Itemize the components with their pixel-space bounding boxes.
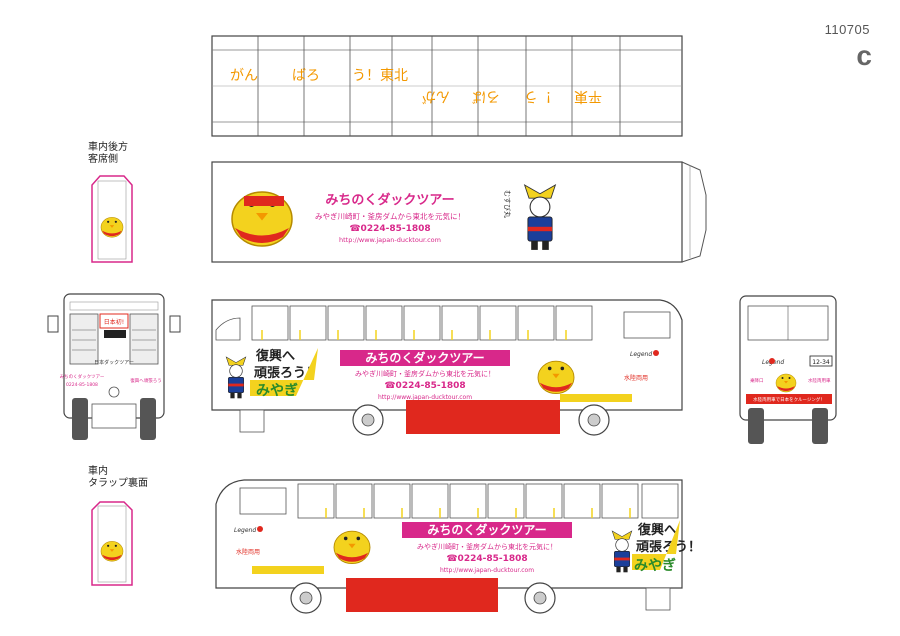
roof-text-inv-1: 平東 [574, 88, 602, 104]
panel-title: みちのくダックツアー [325, 192, 454, 208]
panel-phone: ☎0224-85-1808 [349, 224, 430, 234]
side1-phone: ☎0224-85-1808 [384, 381, 465, 391]
side1-subtitle: みやぎ川崎町・釜房ダムから東北を元気に！ [355, 369, 495, 378]
side-view-left: 復興へ 頑張ろう！ みやぎ みちのくダックツアー みやぎ川崎町・釜房ダムから東北… [211, 299, 683, 436]
ramp-note: 車内 タラップ裏面 [88, 466, 148, 490]
side-view-right: Legend 水陸両用 みちのくダックツアー みやぎ川崎町・釜房ダムから東北を元… [215, 479, 701, 614]
roof-text-2: ばろ [292, 68, 320, 84]
side1-url: http://www.japan-ducktour.com [378, 394, 472, 401]
front-small-3: 復興へ頑張ろう [130, 377, 162, 384]
front-sign-2: 日本ダックツアー [94, 359, 134, 366]
rear-seat-panel [91, 175, 133, 263]
side2-amphibious: 水陸両用 [236, 548, 260, 556]
rear-seat-note: 車内後方 客席側 [88, 142, 128, 166]
roof-text-3: う！東北 [352, 68, 408, 84]
side1-amphibious: 水陸両用 [624, 374, 648, 382]
rear-view: Legend 12-34 乗降口 水陸両用車 水陸両用車で日本をクルージング！ [739, 295, 837, 444]
mascot-name-label: むすび丸 [503, 190, 512, 218]
side1-slogan-2: 頑張ろう！ [253, 366, 319, 381]
side2-logo: Legend [234, 527, 256, 534]
rear-small-2: 水陸両用車 [808, 377, 831, 384]
roof-text-inv-3: ろば [472, 88, 500, 104]
side1-slogan-3: みやぎ [256, 382, 298, 399]
sheet-number: 110705 [824, 22, 870, 37]
panel-url: http://www.japan-ducktour.com [339, 236, 441, 244]
rear-small-1: 乗降口 [750, 377, 764, 384]
panel-subtitle: みやぎ川崎町・釜房ダムから東北を元気に！ [315, 211, 465, 221]
side2-slogan-1: 復興へ [637, 522, 677, 538]
side2-url: http://www.japan-ducktour.com [440, 567, 534, 574]
side2-phone: ☎0224-85-1808 [446, 554, 527, 564]
roof-top-view: がん ばろ う！東北 平東 ！う ろば んが [211, 35, 683, 137]
side1-logo: Legend [630, 351, 652, 358]
side2-slogan-3: みやぎ [634, 557, 676, 574]
front-sign-1: 日本初! [104, 318, 124, 326]
roof-text-inv-2: ！う [524, 88, 552, 104]
side2-subtitle: みやぎ川崎町・釜房ダムから東北を元気に！ [417, 542, 557, 551]
front-small-2: 0224-85-1808 [66, 382, 98, 388]
rear-banner: 水陸両用車で日本をクルージング！ [753, 396, 825, 403]
ramp-back-panel [91, 501, 133, 586]
rear-seat-note-line2: 客席側 [88, 154, 118, 165]
roof-text-1: がん [230, 68, 258, 84]
ceiling-panel-view: みちのくダックツアー みやぎ川崎町・釜房ダムから東北を元気に！ ☎0224-85… [211, 161, 707, 263]
ramp-note-line2: タラップ裏面 [88, 478, 148, 489]
rear-seat-note-line1: 車内後方 [88, 142, 128, 153]
side2-slogan-2: 頑張ろう！ [635, 540, 701, 555]
rear-plate: 12-34 [812, 359, 830, 366]
sheet-letter: c [856, 40, 872, 71]
ramp-note-line1: 車内 [88, 466, 108, 477]
front-view: 日本初! 日本ダックツアー みちのくダックツアー 0224-85-1808 復興… [47, 293, 181, 440]
roof-text-inv-4: んが [422, 88, 450, 104]
side2-title: みちのくダックツアー [427, 522, 546, 537]
front-small-1: みちのくダックツアー [60, 373, 105, 380]
side1-title: みちのくダックツアー [365, 350, 484, 365]
side1-slogan-1: 復興へ [255, 348, 295, 364]
